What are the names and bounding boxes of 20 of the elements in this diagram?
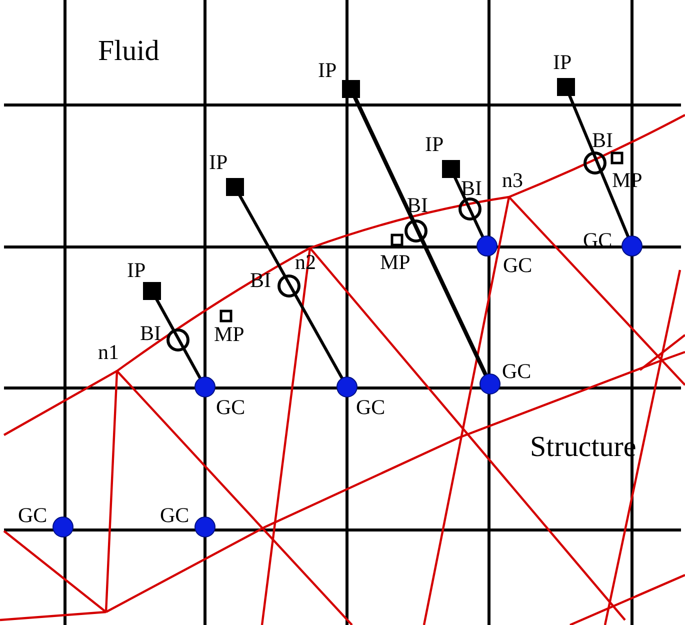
point-label: MP [214, 324, 244, 345]
point-label: GC [502, 361, 532, 382]
point-label: BI [140, 323, 161, 344]
region-label: Fluid [98, 37, 160, 66]
point-label: GC [216, 397, 246, 418]
point-label: GC [18, 505, 48, 526]
point-label: BI [592, 130, 613, 151]
point-label: IP [318, 60, 337, 81]
point-label: IP [553, 52, 572, 73]
point-label: MP [380, 252, 410, 273]
point-label: n3 [502, 170, 523, 191]
point-label: BI [461, 178, 482, 199]
point-label: n1 [98, 342, 119, 363]
point-label: IP [209, 152, 228, 173]
point-label: IP [127, 260, 146, 281]
point-label: BI [407, 195, 428, 216]
point-label: IP [425, 134, 444, 155]
point-label: GC [160, 505, 190, 526]
point-label: GC [356, 397, 386, 418]
point-label: GC [503, 255, 532, 276]
